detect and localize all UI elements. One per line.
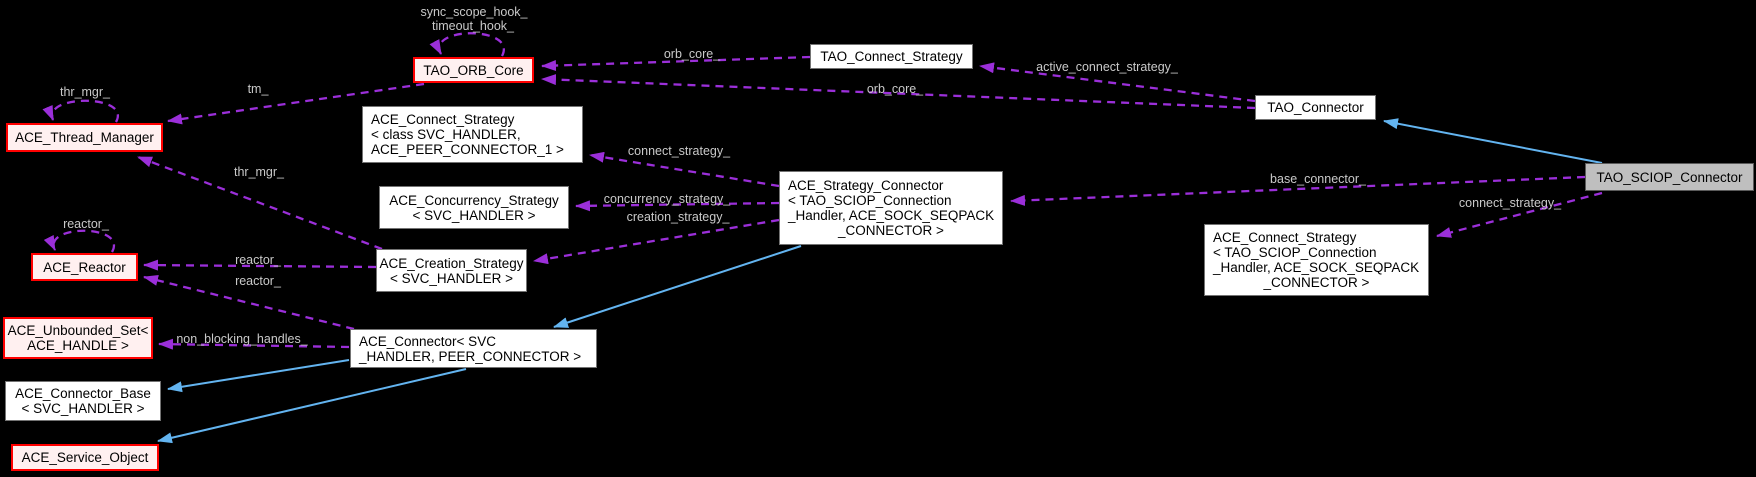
edge-label-orb-core-bottom: orb_core_: [866, 82, 924, 96]
edge-label-sync-scope-hook: sync_scope_hook_: [420, 5, 528, 19]
edge-sciop-inherits-taoconnector: [1383, 118, 1603, 164]
edge-strategyconnector-to-creation: [533, 218, 780, 265]
edge-label-concurrency-strategy: concurrency_strategy_: [603, 192, 731, 206]
node-tao-connect-strategy[interactable]: TAO_Connect_Strategy: [810, 44, 973, 69]
node-ace-concurrency-strategy[interactable]: ACE_Concurrency_Strategy < SVC_HANDLER >: [379, 186, 569, 229]
edge-creation-to-reactor: [143, 259, 377, 271]
node-ace-connect-strategy-sciop[interactable]: ACE_Connect_Strategy < TAO_SCIOP_Connect…: [1204, 224, 1429, 296]
edge-aceconnector-inherits-connectorbase: [167, 359, 350, 393]
node-tao-connector[interactable]: TAO_Connector: [1255, 95, 1376, 120]
node-ace-service-object[interactable]: ACE_Service_Object: [11, 444, 159, 471]
edge-label-reactor-lower: reactor_: [235, 274, 281, 288]
node-label-line: ACE_Connector_Base: [15, 386, 151, 401]
edge-aceconnector-inherits-serviceobject: [157, 368, 467, 444]
node-tao-sciop-connector[interactable]: TAO_SCIOP_Connector: [1585, 163, 1754, 191]
node-label-line: < SVC_HANDLER >: [412, 207, 536, 223]
node-label-line: ACE_PEER_CONNECTOR_1 >: [371, 142, 564, 157]
edge-label-tm: tm_: [247, 82, 269, 96]
edge-label-connect-strategy-left: connect_strategy_: [627, 144, 731, 158]
edge-label-active-connect-strategy: active_connect_strategy_: [1036, 60, 1178, 74]
node-label-line: ACE_Strategy_Connector: [788, 178, 944, 193]
node-label-line: < SVC_HANDLER >: [21, 401, 145, 416]
edge-strategyconnector-inherits-aceconnector: [553, 245, 802, 328]
node-ace-connector-base[interactable]: ACE_Connector_Base < SVC_HANDLER >: [5, 381, 161, 421]
node-label-line: < class SVC_HANDLER,: [371, 127, 521, 142]
edge-threadmanager-self-loop: [42, 99, 120, 123]
edge-connector-to-connectstrategy: [979, 62, 1256, 103]
node-label-line: _Handler, ACE_SOCK_SEQPACK: [788, 208, 995, 223]
edge-aceconnector-to-unboundedset: [158, 338, 350, 350]
node-ace-creation-strategy[interactable]: ACE_Creation_Strategy < SVC_HANDLER >: [376, 249, 527, 292]
node-label-line: ACE_HANDLE >: [27, 338, 129, 353]
edge-label-non-blocking-handles: non_blocking_handles_: [176, 332, 308, 346]
node-ace-thread-manager[interactable]: ACE_Thread_Manager: [6, 123, 163, 152]
edge-label-timeout-hook: timeout_hook_: [431, 19, 515, 33]
node-tao-orb-core[interactable]: TAO_ORB_Core: [413, 57, 534, 83]
edge-sciop-to-strategyconnector: [1010, 175, 1586, 206]
edge-strategyconnector-to-connectstrategy1: [589, 151, 780, 188]
node-label-line: ACE_Concurrency_Strategy: [389, 192, 559, 208]
node-ace-reactor[interactable]: ACE_Reactor: [31, 253, 138, 281]
edge-connectstrategy-to-orbcore: [541, 55, 811, 72]
edge-label-reactor-upper: reactor_: [235, 253, 281, 267]
edge-label-connect-strategy-right: connect_strategy_: [1458, 196, 1562, 210]
node-label-line: ACE_Creation_Strategy: [379, 255, 524, 271]
edge-label-base-connector: base_connector_: [1270, 172, 1366, 186]
edge-orb-core-self-loop: [429, 32, 505, 57]
node-ace-unbounded-set[interactable]: ACE_Unbounded_Set< ACE_HANDLE >: [3, 317, 153, 359]
edge-sciop-to-connectstrategy2: [1436, 191, 1603, 238]
edge-label-reactor-self: reactor_: [63, 217, 109, 231]
edge-orbcore-to-threadmanager: [167, 82, 425, 125]
node-label-line: ACE_Connector< SVC: [359, 333, 496, 349]
node-label-line: _HANDLER, PEER_CONNECTOR >: [359, 348, 582, 364]
edge-label-creation-strategy: creation_strategy_: [626, 210, 730, 224]
node-label-line: ACE_Connect_Strategy: [371, 112, 515, 127]
node-label-line: ACE_Connect_Strategy: [1213, 230, 1357, 245]
node-ace-connect-strategy-generic[interactable]: ACE_Connect_Strategy < class SVC_HANDLER…: [362, 106, 583, 163]
node-label-line: _CONNECTOR >: [838, 223, 944, 238]
edge-creation-to-threadmanager: [137, 155, 383, 251]
node-label-line: ACE_Unbounded_Set<: [7, 323, 149, 338]
edge-label-thr-mgr: thr_mgr_: [233, 165, 285, 179]
edge-strategyconnector-to-concurrency: [575, 200, 780, 212]
node-label-line: < SVC_HANDLER >: [389, 270, 514, 286]
node-ace-strategy-connector[interactable]: ACE_Strategy_Connector < TAO_SCIOP_Conne…: [779, 171, 1003, 245]
node-label-line: _Handler, ACE_SOCK_SEQPACK: [1213, 260, 1420, 275]
node-label-line: < TAO_SCIOP_Connection: [788, 193, 952, 208]
edge-label-orb-core-top: orb_core_: [663, 47, 721, 61]
node-label-line: < TAO_SCIOP_Connection: [1213, 245, 1377, 260]
node-label-line: _CONNECTOR >: [1263, 275, 1370, 290]
edge-label-thr-mgr-self: thr_mgr_: [59, 85, 111, 99]
node-ace-connector[interactable]: ACE_Connector< SVC _HANDLER, PEER_CONNEC…: [350, 329, 597, 368]
edge-reactor-self-loop: [43, 229, 116, 253]
edge-connector-to-orbcore: [541, 74, 1256, 110]
